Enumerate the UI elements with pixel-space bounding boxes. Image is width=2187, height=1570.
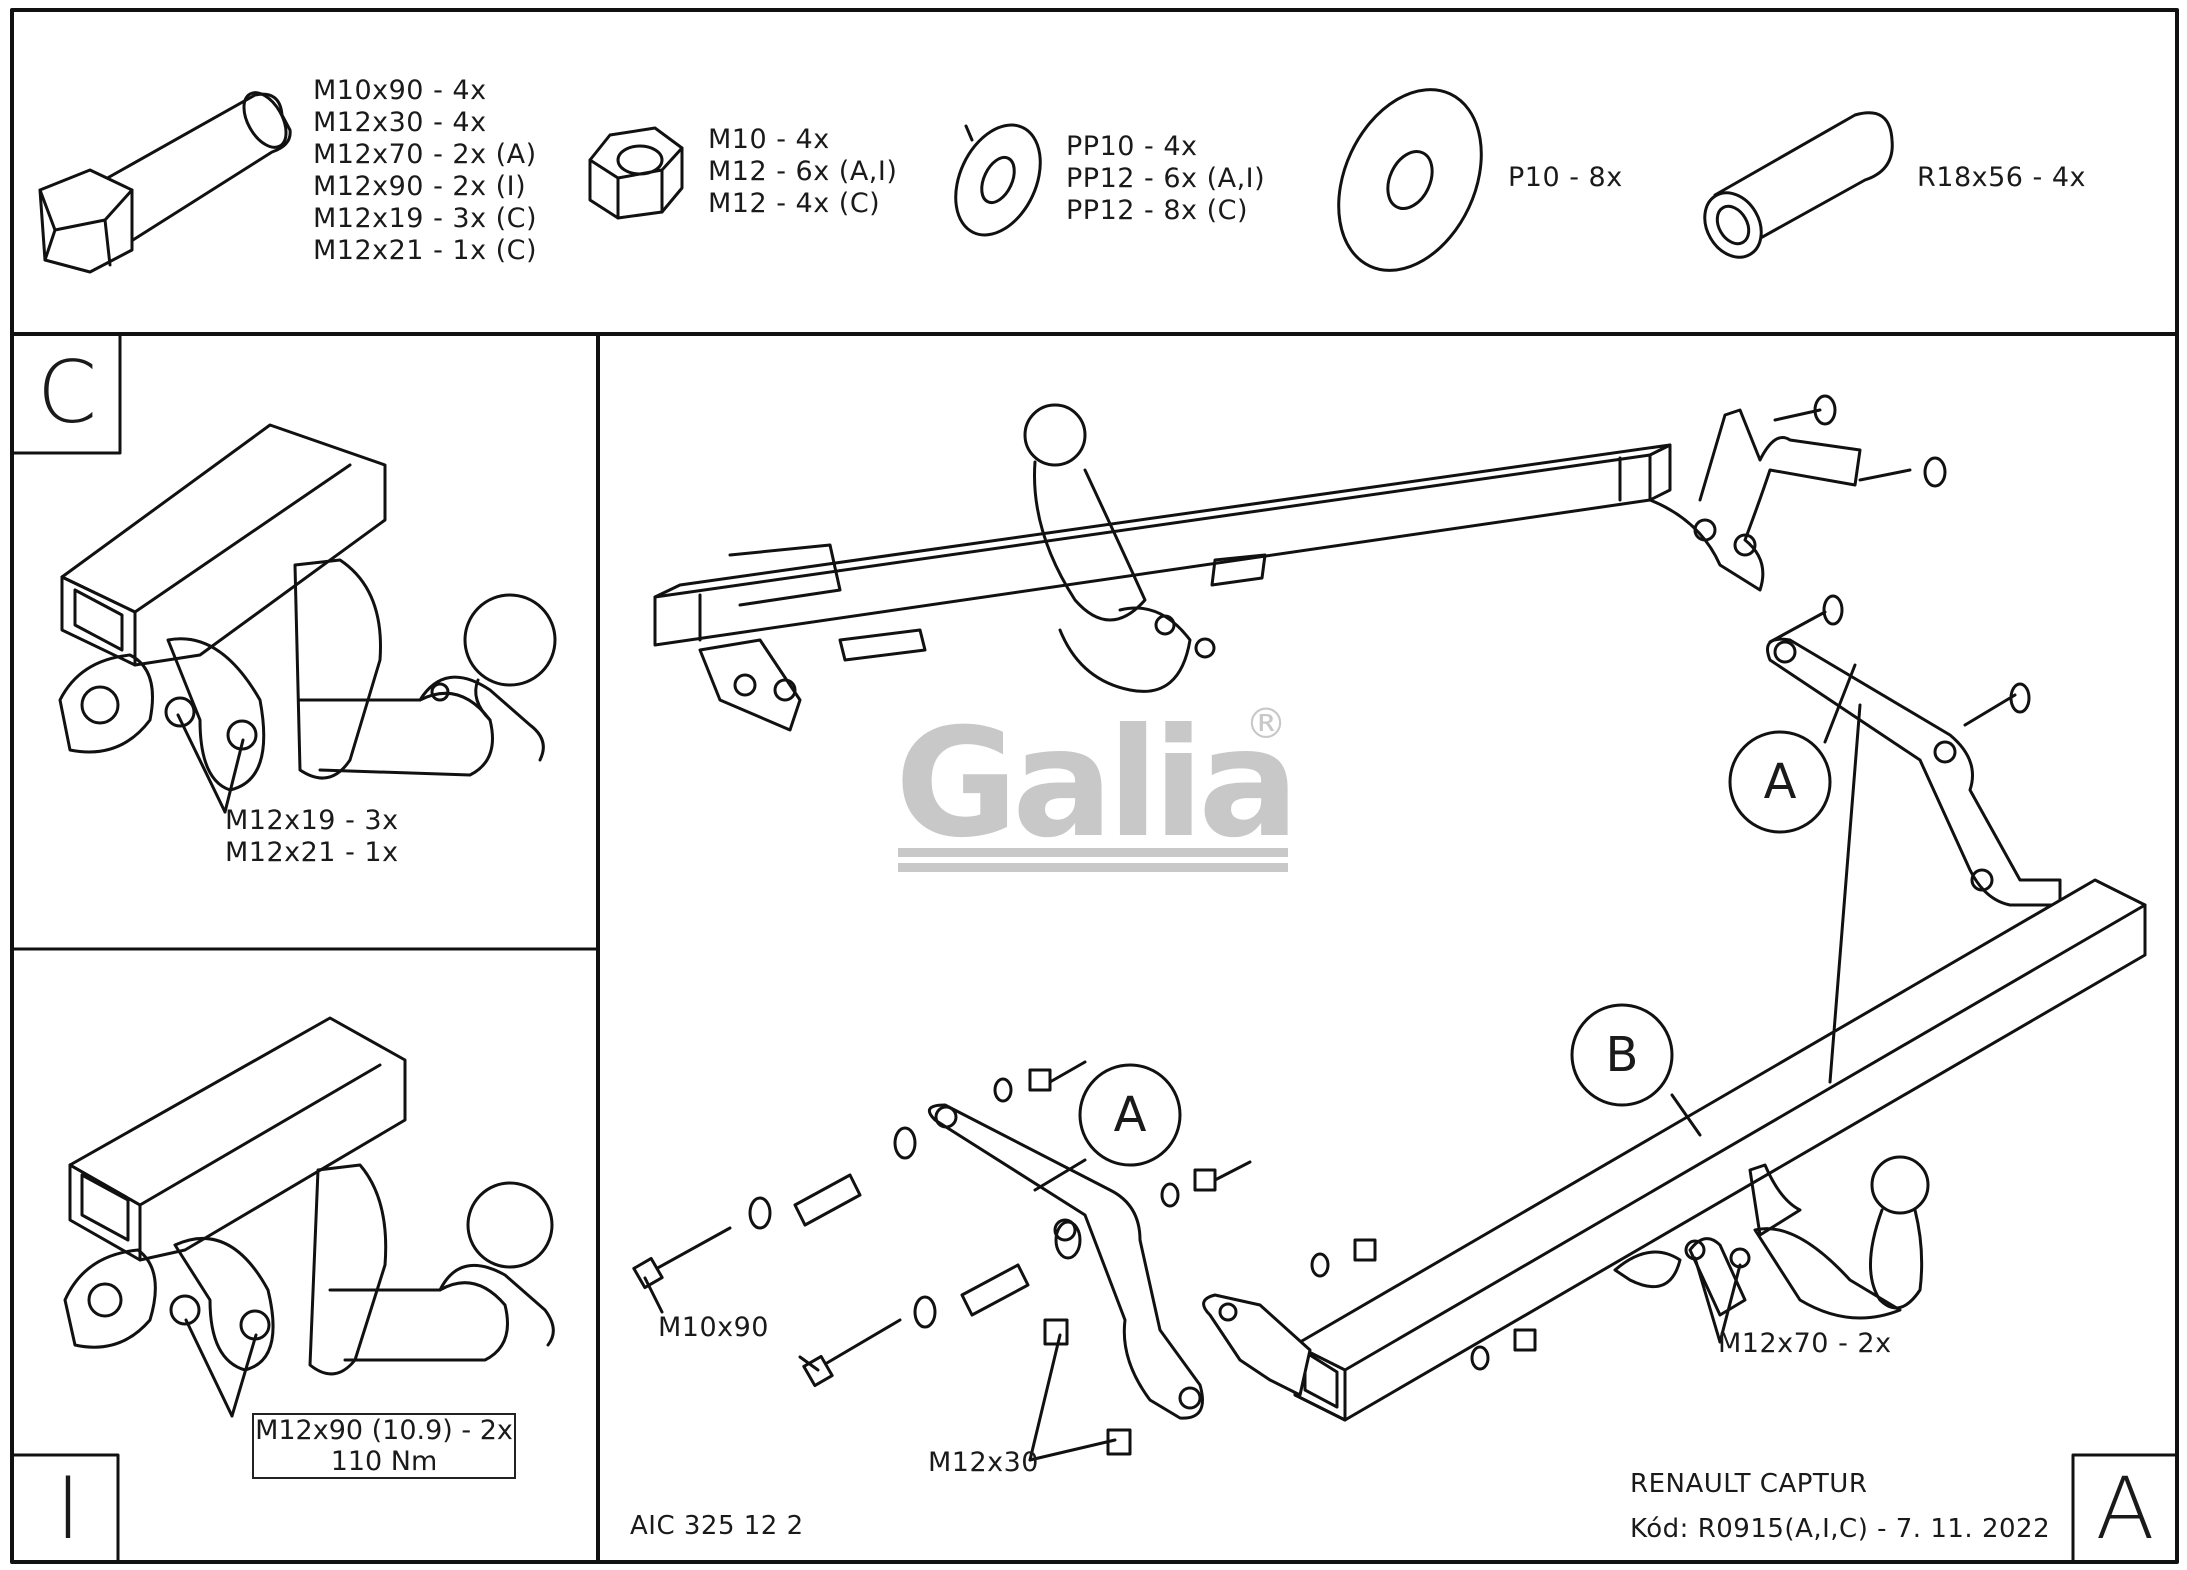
part-spacers-list: R18x56 - 4x bbox=[1917, 162, 2086, 194]
galia-logo-mark: Galia ® bbox=[895, 700, 1299, 872]
part-line: PP12 - 8x (C) bbox=[1066, 195, 1248, 226]
part-line: M12 - 4x (C) bbox=[708, 188, 881, 219]
footer-kod: Kód: R0915(A,I,C) - 7. 11. 2022 bbox=[1630, 1514, 2051, 1544]
leader-a-left bbox=[1033, 1158, 1087, 1192]
circle-a-right-label: A bbox=[1763, 754, 1797, 810]
circle-b bbox=[1570, 1003, 1674, 1107]
circle-a-right bbox=[1728, 730, 1832, 834]
c-leader-1 bbox=[176, 713, 227, 814]
i-leader-2 bbox=[230, 1333, 258, 1418]
i-bolt-callout-box: M12x90 (10.9) - 2x 110 Nm bbox=[252, 1413, 516, 1479]
part-nuts-list: M10 - 4x M12 - 6x (A,I) M12 - 4x (C) bbox=[708, 124, 897, 220]
bolt-icon bbox=[38, 91, 292, 274]
part-line: M12x90 - 2x (I) bbox=[313, 171, 527, 202]
lower-ball-and-neck bbox=[1613, 1155, 1930, 1320]
part-line: M12x19 - 3x (C) bbox=[313, 203, 538, 234]
i-assembly-illustration bbox=[63, 1016, 555, 1376]
part-line: P10 - 8x bbox=[1508, 162, 1623, 193]
c-bolt-callout: M12x19 - 3x M12x21 - 1x bbox=[225, 805, 399, 869]
part-bolts-list: M10x90 - 4x M12x30 - 4x M12x70 - 2x (A) … bbox=[313, 75, 537, 267]
upper-right-bolts bbox=[1768, 594, 2031, 727]
leader-m10x90-2 bbox=[798, 1355, 820, 1372]
callout-line: M12x90 (10.9) - 2x bbox=[255, 1415, 513, 1446]
svg-text:Galia: Galia bbox=[895, 700, 1293, 871]
panel-letter-a: A bbox=[2095, 1459, 2155, 1559]
svg-text:®: ® bbox=[1245, 700, 1287, 748]
callout-line: M12x21 - 1x bbox=[225, 837, 399, 868]
panel-letter-c: C bbox=[36, 343, 98, 443]
part-line: M10 - 4x bbox=[708, 124, 830, 155]
circle-a-left bbox=[1078, 1063, 1182, 1167]
leader-m12x30-2 bbox=[1028, 1438, 1117, 1462]
leader-m12x70-1 bbox=[1693, 1256, 1722, 1344]
c-assembly-illustration bbox=[58, 423, 557, 792]
galia-logo: Galia ® bbox=[895, 700, 1315, 890]
i-corner-box bbox=[10, 1453, 120, 1564]
callout-line: M12x19 - 3x bbox=[225, 805, 399, 836]
part-line: PP10 - 4x bbox=[1066, 131, 1198, 162]
c-corner-box bbox=[10, 332, 122, 455]
outer-frame bbox=[10, 8, 2179, 1564]
leader-a-right-2 bbox=[1823, 663, 1857, 744]
part-flat-washers-list: P10 - 8x bbox=[1508, 162, 1623, 194]
spacer-tube-icon bbox=[1703, 111, 1894, 259]
c-leader-2 bbox=[223, 738, 245, 814]
lower-left-plate bbox=[1202, 1293, 1312, 1397]
part-line: M12 - 6x (A,I) bbox=[708, 156, 898, 187]
part-line: M12x70 - 2x (A) bbox=[313, 139, 537, 170]
upper-left-bracket bbox=[698, 543, 927, 732]
part-line: M12x30 - 4x bbox=[313, 107, 487, 138]
spring-washer-icon bbox=[954, 123, 1042, 237]
hex-nut-icon bbox=[588, 126, 684, 220]
part-line: M12x21 - 1x (C) bbox=[313, 235, 538, 266]
part-spring-washers-list: PP10 - 4x PP12 - 6x (A,I) PP12 - 8x (C) bbox=[1066, 131, 1265, 227]
m12x70-label: M12x70 - 2x bbox=[1718, 1328, 1892, 1359]
part-line: PP12 - 6x (A,I) bbox=[1066, 163, 1266, 194]
a-corner-box bbox=[2071, 1453, 2179, 1564]
flat-washer-icon bbox=[1337, 88, 1483, 272]
upper-ball-and-neck bbox=[1023, 403, 1267, 693]
m10x90-label: M10x90 bbox=[658, 1312, 769, 1343]
panel-letter-i: I bbox=[55, 1459, 81, 1559]
leader-a-right bbox=[1828, 703, 1862, 1084]
footer-vehicle: RENAULT CAPTUR bbox=[1630, 1469, 1868, 1499]
upper-right-bracket bbox=[1648, 394, 1947, 592]
callout-line: 110 Nm bbox=[330, 1446, 438, 1477]
leader-m12x70-2 bbox=[1718, 1263, 1742, 1344]
circle-a-left-label: A bbox=[1113, 1087, 1147, 1143]
leader-b bbox=[1670, 1093, 1702, 1137]
part-line: R18x56 - 4x bbox=[1917, 162, 2087, 193]
arm-a-left bbox=[927, 1103, 1204, 1420]
part-line: M10x90 - 4x bbox=[313, 75, 487, 106]
leader-m10x90-1 bbox=[643, 1276, 664, 1314]
footer-code-left: AIC 325 12 2 bbox=[630, 1511, 804, 1541]
i-leader-1 bbox=[184, 1318, 234, 1418]
m12x30-label: M12x30 bbox=[928, 1447, 1039, 1478]
circle-b-label: B bbox=[1605, 1027, 1639, 1083]
leader-m12x30-1 bbox=[1028, 1333, 1062, 1462]
